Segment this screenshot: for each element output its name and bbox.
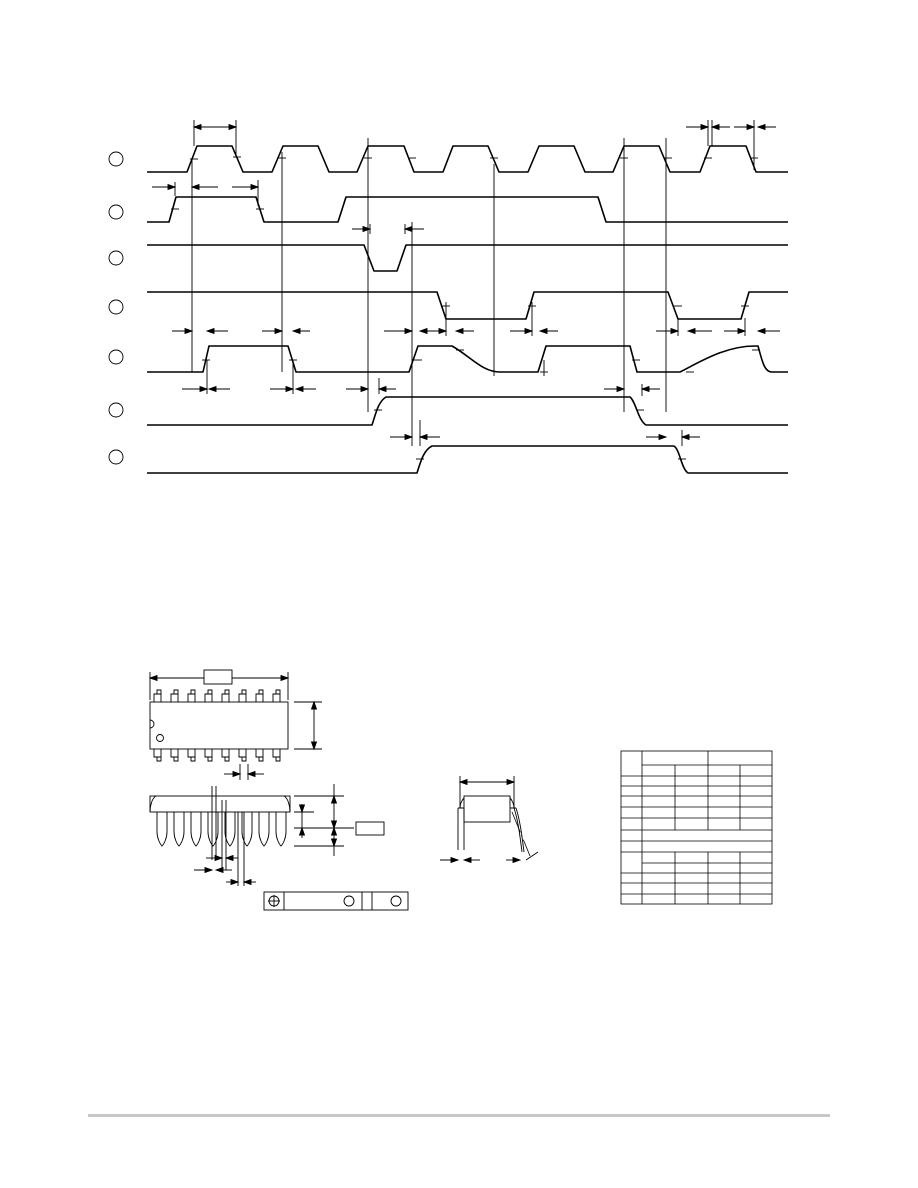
position-tolerance-frame [263, 891, 409, 911]
package-top-view [148, 669, 322, 780]
reference-lines [174, 120, 755, 446]
signal-marker-4 [108, 299, 124, 315]
circle-symbol-icon [343, 895, 355, 907]
signal-marker-2 [108, 204, 124, 220]
circle-symbol-icon-2 [390, 895, 402, 907]
pin1-notch [149, 719, 155, 729]
waveform-signal-3 [147, 244, 788, 272]
timing-dimension-arrows [152, 123, 780, 441]
waveform-signal-2 [147, 196, 788, 223]
dimension-callout-box [203, 669, 233, 685]
package-body-top [149, 701, 289, 750]
pin1-dot [156, 734, 164, 742]
waveform-clock [147, 145, 788, 173]
bottom-pins [153, 749, 281, 762]
waveform-signal-5 [147, 345, 788, 373]
signal-marker-1 [108, 151, 124, 167]
waveform-signal-6 [147, 396, 788, 426]
footer-rule [88, 1114, 830, 1117]
package-end-view [440, 776, 539, 864]
seating-plane-callout [355, 821, 385, 836]
top-pins [153, 689, 281, 702]
signal-marker-7 [108, 449, 124, 465]
signal-marker-5 [108, 349, 124, 365]
timing-tick-marks [171, 156, 760, 460]
waveform-signal-4 [147, 291, 788, 320]
signal-marker-6 [108, 402, 124, 418]
waveform-signal-7 [147, 445, 788, 474]
signal-marker-3 [108, 250, 124, 266]
package-side-view [149, 784, 385, 886]
